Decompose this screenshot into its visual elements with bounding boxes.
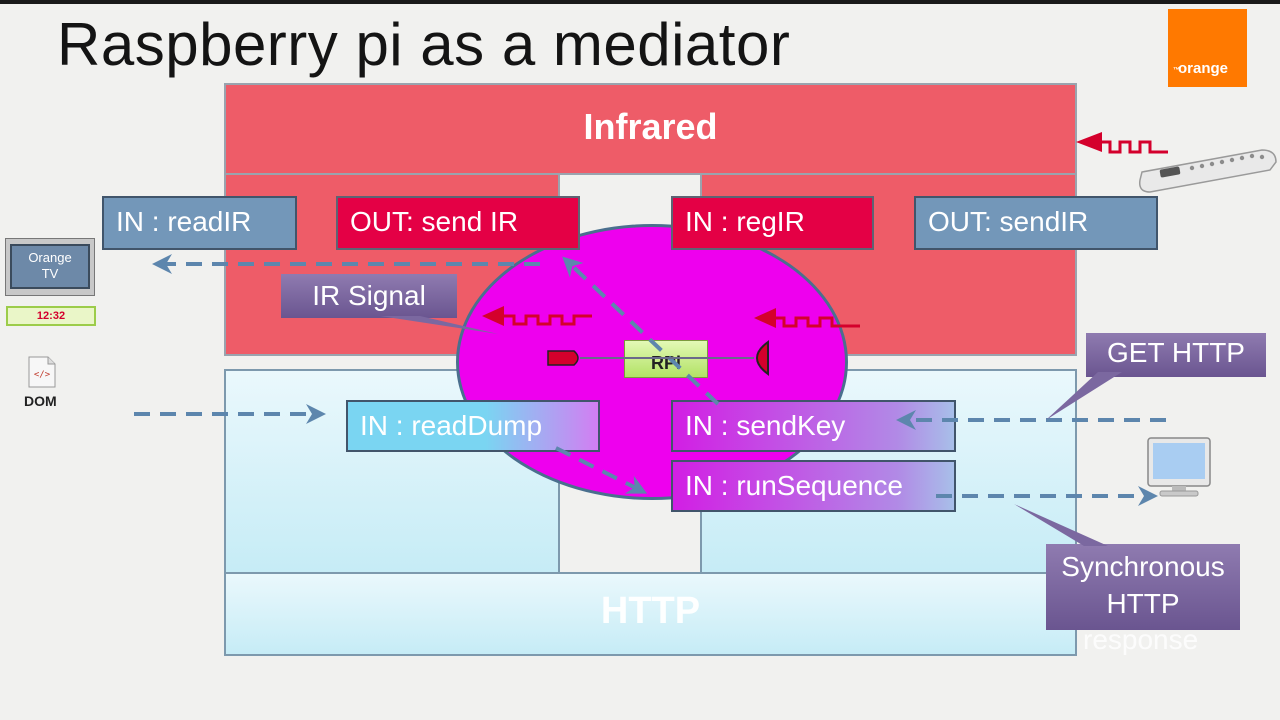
http-label: HTTP	[600, 590, 701, 632]
set-top-box-icon: 12:32	[6, 306, 96, 326]
arrow-readdump-to-runsequence	[555, 446, 648, 494]
tv-screen: Orange TV	[10, 244, 90, 289]
ir-wave-left-head	[482, 306, 504, 326]
infrared-label: Infrared	[583, 106, 718, 147]
ir-wave-left	[500, 314, 592, 326]
send-ir-out-box: OUT: send IR	[336, 196, 580, 250]
read-ir-box: IN : readIR	[102, 196, 297, 250]
ir-signal-callout: IR Signal	[281, 274, 457, 318]
dom-label: DOM	[24, 393, 57, 409]
http-zone-bottom	[224, 572, 1077, 656]
tv-label-line-1: Orange	[28, 250, 72, 265]
remote-control-icon	[1138, 149, 1277, 193]
get-http-pointer	[1046, 372, 1122, 420]
svg-text:</>: </>	[34, 370, 51, 380]
reg-ir-box: IN : regIR	[671, 196, 874, 250]
logo-trademark: ™	[1173, 67, 1180, 74]
slide-title: Raspberry pi as a mediator	[57, 11, 791, 78]
orange-tv-icon: Orange TV	[5, 238, 95, 296]
computer-icon	[1147, 437, 1211, 497]
infrared-zone-top	[224, 83, 1077, 175]
ir-wave-remote	[1100, 140, 1168, 154]
ir-led-right	[756, 340, 769, 376]
synchronous-http-callout: Synchronous HTTP	[1046, 544, 1240, 630]
ir-wave-right	[772, 316, 860, 328]
send-ir-box: OUT: sendIR	[914, 196, 1158, 250]
tv-label-line-2: TV	[41, 266, 59, 281]
dom-file-icon: </>	[28, 356, 56, 388]
get-http-callout: GET HTTP	[1086, 333, 1266, 377]
logo-text: orange	[1178, 60, 1229, 77]
ir-signal-pointer	[380, 316, 498, 334]
ir-wave-remote-head	[1076, 132, 1102, 152]
ir-led-left	[547, 350, 579, 366]
sync-line-2: HTTP	[1106, 588, 1180, 619]
sync-http-pointer	[1014, 504, 1108, 546]
read-dump-box: IN : readDump	[346, 400, 600, 452]
run-sequence-box: IN : runSequence	[671, 460, 956, 512]
arrow-sendkey-to-sendir	[562, 256, 720, 406]
ir-wave-right-head	[754, 308, 776, 328]
sync-line-1: Synchronous	[1061, 551, 1225, 582]
top-border	[0, 0, 1280, 4]
